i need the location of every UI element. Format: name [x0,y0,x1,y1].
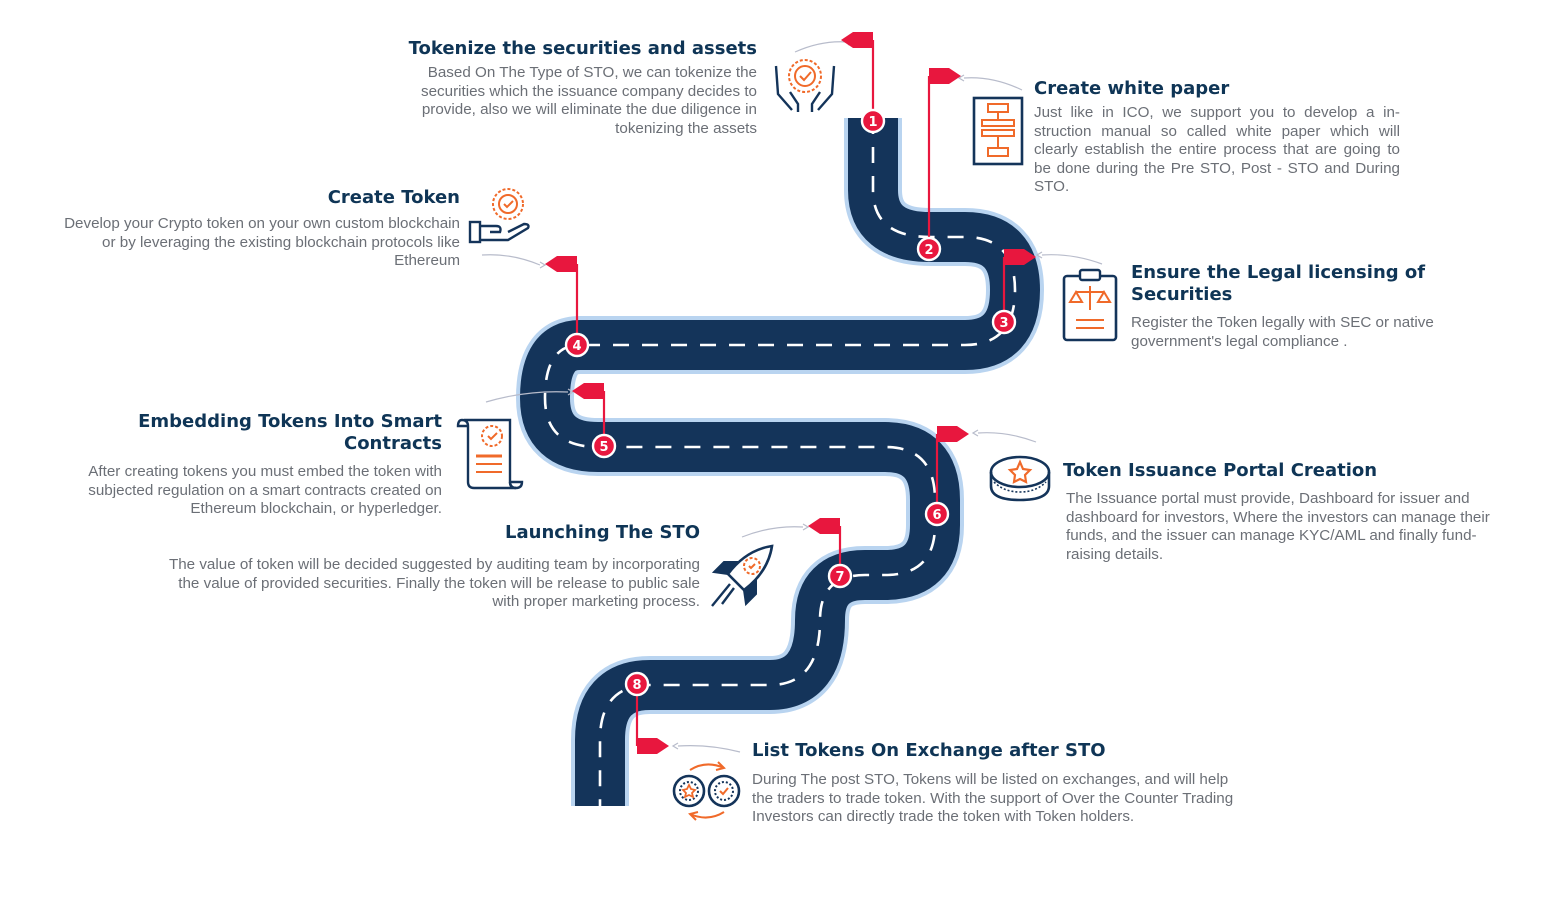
step-description: The Issuance portal must provide, Dashbo… [1066,490,1490,563]
hands-coin-icon [774,59,836,112]
step-4: Create Token Develop your Crypto token o… [60,187,460,271]
step-7: Launching The STO The value of token wil… [160,522,700,612]
step-title: Embedding Tokens Into Smart Contracts [138,411,442,454]
connector-arrowhead [802,523,810,531]
flag [808,518,840,534]
step-2: Create white paper Just like in ICO, we … [1034,78,1400,197]
step-6: Token Issuance Portal Creation The Issua… [1063,460,1509,564]
flag [1004,249,1036,265]
step-number: 2 [924,243,933,258]
connector-arrow [677,745,741,753]
step-1: Tokenize the securities and assets Based… [395,38,757,138]
step-number: 6 [932,508,941,523]
step-description: Just like in ICO, we support you to deve… [1034,104,1400,196]
connector-arrow [977,432,1037,443]
step-number: 7 [835,570,844,585]
rocket-icon [711,544,774,607]
connector-arrow [485,391,569,403]
connector-arrowhead [671,742,679,750]
connector-arrowhead [971,429,979,437]
flowchart-document-icon [972,96,1024,166]
connector-arrow [1041,254,1103,265]
connector-arrow [794,41,849,53]
step-marker-4 [564,332,590,358]
connector-arrow [481,254,541,266]
step-number: 3 [999,316,1008,331]
step-marker-2 [916,236,942,262]
step-description: Develop your Crypto token on your own cu… [64,215,460,270]
step-3: Ensure the Legal licensing of Securities… [1131,262,1451,351]
step-title: Token Issuance Portal Creation [1063,460,1378,481]
contract-scroll-icon [456,418,524,490]
step-5: Embedding Tokens Into Smart Contracts Af… [40,411,442,519]
flag [545,256,577,272]
step-title: Tokenize the securities and assets [408,38,757,59]
flag [929,68,961,84]
step-marker-3 [991,309,1017,335]
step-marker-8 [624,671,650,697]
step-description: During The post STO, Tokens will be list… [752,771,1234,826]
step-description: After creating tokens you must embed the… [88,463,442,518]
step-title: Create white paper [1034,78,1230,99]
step-title: Launching The STO [505,522,700,543]
connector-arrowhead [957,74,965,82]
connector-arrowhead [539,261,547,269]
step-marker-5 [591,433,617,459]
flag [572,383,604,399]
step-number: 8 [632,678,641,693]
flag [937,426,969,442]
step-description: Based On The Type of STO, we can tokeniz… [421,64,757,137]
flag [841,32,873,48]
step-8: List Tokens On Exchange after STO During… [752,740,1252,827]
step-number: 5 [599,440,608,455]
step-marker-7 [827,563,853,589]
legal-clipboard-icon [1062,268,1118,342]
hand-token-icon [468,188,530,244]
step-marker-6 [924,501,950,527]
step-title: Ensure the Legal licensing of Securities [1131,262,1426,305]
step-description: The value of token will be decided sugge… [168,556,700,611]
step-title: List Tokens On Exchange after STO [752,740,1106,761]
connector-arrowhead [567,388,575,396]
connector-arrow [963,77,1023,91]
step-title: Create Token [327,187,460,208]
step-number: 4 [572,339,581,354]
token-exchange-icon [672,761,741,821]
connector-arrowhead [1035,251,1043,259]
coin-stack-icon [989,455,1051,502]
step-description: Register the Token legally with SEC or n… [1131,314,1434,350]
flag [637,738,669,754]
step-marker-1 [860,108,886,134]
step-number: 1 [868,115,877,130]
connector-arrow [741,526,804,538]
